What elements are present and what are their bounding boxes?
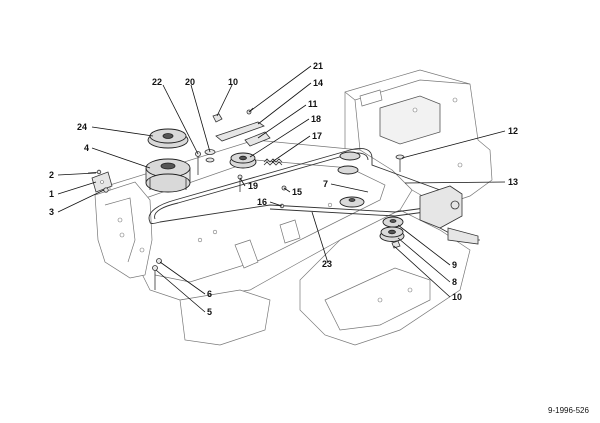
callout-15: 15: [292, 187, 302, 197]
leader-lines: [57, 65, 506, 313]
callout-17: 17: [312, 131, 322, 141]
bracket-1: [91, 171, 113, 193]
callout-14: 14: [313, 78, 323, 88]
callout-1: 1: [49, 189, 54, 199]
idler-pulley-18: [229, 152, 257, 169]
callout-18: 18: [311, 114, 321, 124]
callout-16: 16: [257, 197, 267, 207]
callout-10-bottom: 10: [452, 292, 462, 302]
electric-clutch-4: [145, 158, 191, 193]
pulley-8: [379, 226, 405, 242]
callout-11: 11: [308, 99, 318, 109]
callout-7: 7: [323, 179, 328, 189]
bolt-19: [237, 174, 243, 192]
callout-24: 24: [77, 122, 87, 132]
idler-arm-14: [215, 121, 265, 142]
transaxle-13: [419, 185, 480, 245]
idler-pulley-7: [337, 151, 365, 208]
callout-9: 9: [452, 260, 457, 270]
callout-5: 5: [207, 307, 212, 317]
bolt-2: [87, 169, 102, 175]
figure-number: 9-1996-526: [548, 406, 589, 415]
parts: [87, 107, 480, 290]
pulley-24: [147, 128, 189, 149]
callout-3: 3: [49, 207, 54, 217]
callout-23: 23: [322, 259, 332, 269]
callout-8: 8: [452, 277, 457, 287]
callout-labels: 21 14 22 20 10 11 18 17 24 4 12 2 1 3 19…: [49, 61, 589, 415]
callout-12: 12: [508, 126, 518, 136]
callout-2: 2: [49, 170, 54, 180]
callout-10-top: 10: [228, 77, 238, 87]
callout-21: 21: [313, 61, 323, 71]
nut-3: [103, 187, 109, 193]
callout-4: 4: [84, 143, 89, 153]
idler-bracket-11: [244, 131, 271, 147]
callout-22: 22: [152, 77, 162, 87]
callout-6: 6: [207, 289, 212, 299]
bolt-5: [152, 265, 158, 290]
spring-17: [263, 158, 283, 166]
pulley-9: [382, 216, 404, 228]
nut-10-top: [212, 113, 223, 123]
spacer-20: [204, 149, 216, 163]
callout-19: 19: [248, 181, 258, 191]
callout-13: 13: [508, 177, 518, 187]
callout-20: 20: [185, 77, 195, 87]
